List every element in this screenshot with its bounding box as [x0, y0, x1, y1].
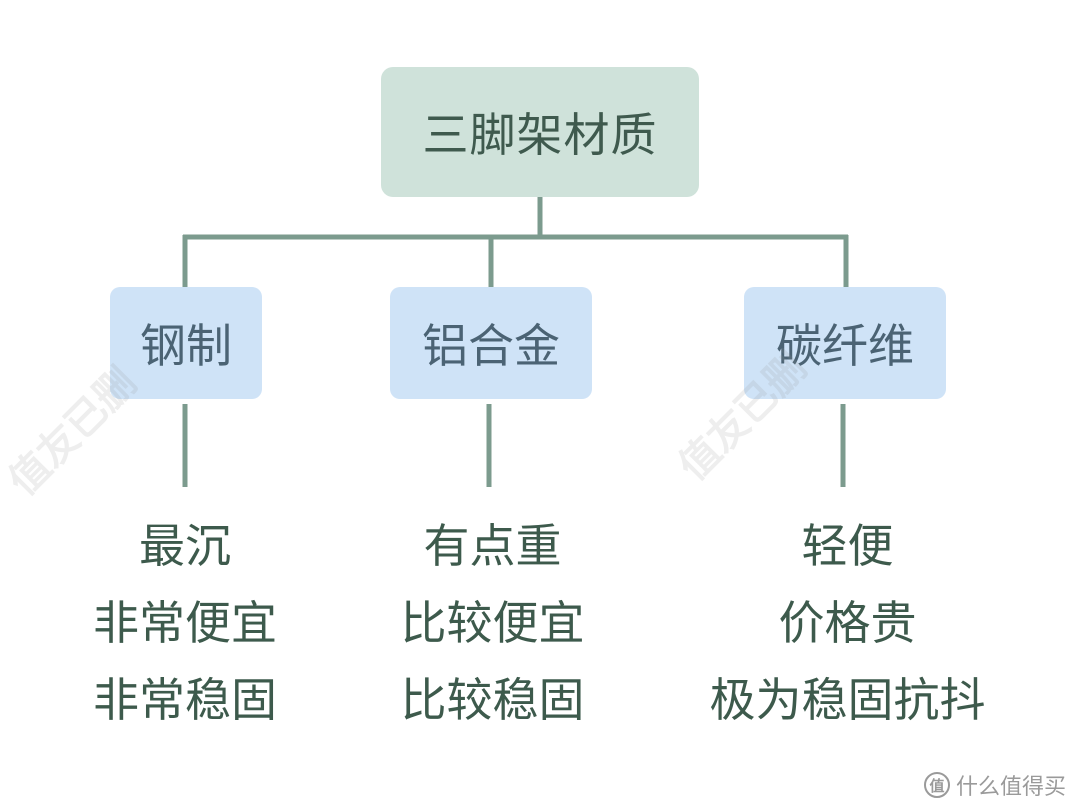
property-item: 极为稳固抗抖	[709, 673, 986, 727]
property-list-aluminum: 有点重 比较便宜 比较稳固	[345, 508, 640, 739]
brand-logo-text: 什么值得买	[955, 775, 1066, 800]
property-list-steel: 最沉 非常便宜 非常稳固	[40, 508, 330, 739]
brand-logo: 值 什么值得买	[923, 769, 1066, 801]
property-item: 比较便宜	[400, 596, 585, 650]
property-item: 价格贵	[778, 596, 917, 650]
branch-node-steel: 钢制	[110, 287, 262, 399]
property-item: 有点重	[423, 519, 562, 573]
property-item: 非常便宜	[93, 596, 277, 650]
branch-label-aluminum: 铝合金	[422, 319, 560, 373]
root-node: 三脚架材质	[381, 67, 699, 197]
property-item: 非常稳固	[93, 673, 277, 727]
property-item: 轻便	[801, 519, 894, 573]
property-list-carbon: 轻便 价格贵 极为稳固抗抖	[680, 508, 1015, 739]
property-item: 最沉	[139, 519, 231, 573]
branch-label-carbon: 碳纤维	[776, 319, 914, 373]
branch-node-carbon: 碳纤维	[744, 287, 946, 399]
brand-logo-icon: 值	[923, 772, 950, 798]
property-item: 比较稳固	[400, 673, 585, 727]
branch-label-steel: 钢制	[140, 319, 232, 373]
branch-node-aluminum: 铝合金	[390, 287, 592, 399]
root-node-label: 三脚架材质	[422, 108, 658, 162]
